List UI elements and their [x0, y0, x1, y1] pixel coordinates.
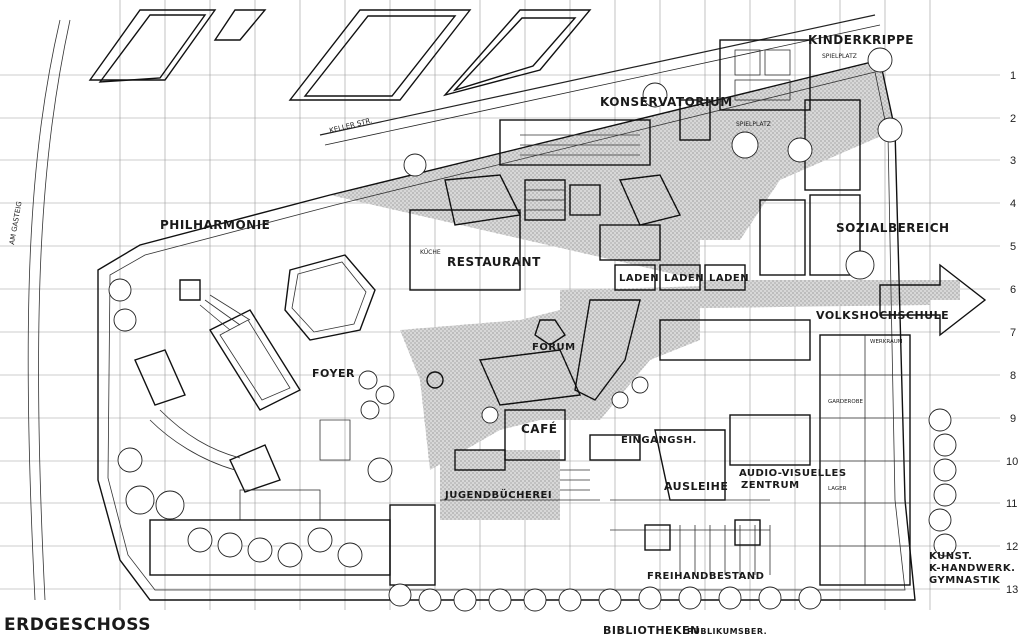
- label-gymnastik: GYMNASTIK: [929, 575, 1001, 586]
- grid-number: 8: [1010, 370, 1016, 382]
- label-konservatorium: KONSERVATORIUM: [600, 95, 733, 109]
- footer-publikumsber: PUBLIKUMSBER.: [687, 627, 767, 636]
- label-kunst: KUNST.: [929, 551, 972, 562]
- grid-number: 2: [1010, 113, 1016, 125]
- grid-number: 10: [1006, 456, 1018, 468]
- label-freihandbestand: FREIHANDBESTAND: [647, 571, 764, 582]
- label-spielplatz: SPIELPLATZ: [822, 53, 857, 60]
- room-labels: KINDERKRIPPE KONSERVATORIUM PHILHARMONIE…: [160, 33, 1015, 586]
- label-keller-str: KELLER STR.: [329, 117, 374, 135]
- label-sozialbereich: SOZIALBEREICH: [836, 221, 950, 235]
- grid-number: 7: [1010, 327, 1016, 339]
- label-kinderkrippe: KINDERKRIPPE: [808, 33, 914, 47]
- page-title: ERDGESCHOSS: [4, 615, 151, 635]
- grid-number: 12: [1006, 541, 1018, 553]
- label-werkraum: WERKRAUM: [870, 339, 903, 345]
- east-block: [610, 319, 911, 586]
- label-lager: LAGER: [828, 486, 847, 492]
- north-block: [679, 39, 861, 276]
- philharmonie-structures: [134, 254, 376, 521]
- label-volkshochschule: VOLKSHOCHSCHULE: [816, 309, 949, 322]
- footer-bibliotheken: BIBLIOTHEKEN: [603, 624, 700, 637]
- forum-cafe: [426, 299, 641, 491]
- title-block: ERDGESCHOSS BIBLIOTHEKEN PUBLIKUMSBER.: [4, 615, 767, 637]
- library-south: [149, 499, 771, 586]
- label-restaurant: RESTAURANT: [447, 255, 541, 269]
- restaurant-block: [409, 119, 682, 291]
- street-edge: [27, 14, 881, 601]
- label-am-gasteig: AM GASTEIG: [8, 201, 24, 246]
- label-ausleihe: AUSLEIHE: [664, 480, 728, 493]
- label-laden-3: LADEN: [709, 273, 749, 284]
- grid-number: 13: [1006, 584, 1018, 596]
- grid-number: 3: [1010, 155, 1016, 167]
- label-laden-1: LADEN: [619, 273, 659, 284]
- grid-number: 9: [1010, 413, 1016, 425]
- trees: [108, 47, 957, 612]
- grid-number: 5: [1010, 241, 1016, 253]
- shops: [614, 264, 746, 291]
- label-k-handwerk: K-HANDWERK.: [929, 563, 1015, 574]
- grid-number: 4: [1010, 198, 1016, 210]
- grid-numbers: 1 2 3 4 5 6 7 8 9 10 11 12 13: [1006, 70, 1018, 596]
- label-audio-visuelles: AUDIO-VISUELLES: [739, 468, 847, 479]
- label-cafe: CAFÉ: [521, 421, 558, 436]
- label-jugendbuecherei: JUGENDBÜCHEREI: [444, 487, 552, 501]
- label-forum: FORUM: [532, 342, 576, 353]
- grid-number: 6: [1010, 284, 1016, 296]
- label-zentrum: ZENTRUM: [741, 480, 800, 491]
- label-spielplatz-2: SPIELPLATZ: [736, 121, 771, 128]
- grid-number: 11: [1006, 498, 1017, 510]
- existing-buildings: [88, 9, 592, 101]
- grid-number: 1: [1010, 70, 1016, 82]
- label-foyer: FOYER: [312, 367, 355, 380]
- label-philharmonie: PHILHARMONIE: [160, 218, 270, 232]
- label-garderobe: GARDEROBE: [828, 399, 863, 405]
- circulation-areas: [330, 60, 960, 520]
- building-outline: [97, 59, 987, 601]
- label-laden-2: LADEN: [664, 273, 704, 284]
- label-kueche: KÜCHE: [420, 249, 441, 256]
- label-eingangsh: EINGANGSH.: [621, 435, 697, 446]
